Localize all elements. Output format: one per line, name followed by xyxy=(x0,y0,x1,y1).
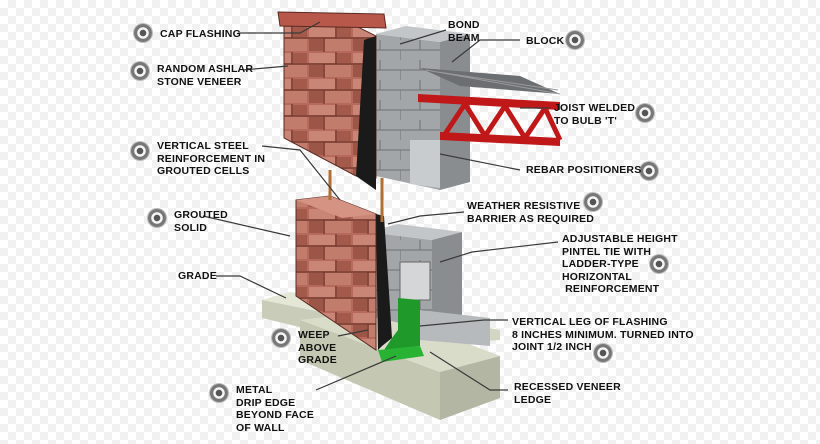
label-metal-drip-edge: METAL DRIP EDGE BEYOND FACE OF WALL xyxy=(236,384,315,434)
target-icon xyxy=(594,344,612,362)
label-grade: GRADE xyxy=(178,270,217,282)
label-adjustable-height: ADJUSTABLE HEIGHT PINTEL TIE WITH LADDER… xyxy=(562,233,678,295)
leader-cap-flashing xyxy=(238,21,321,34)
target-icon xyxy=(650,255,668,273)
target-icon xyxy=(566,31,584,49)
label-rebar-positioners: REBAR POSITIONERS xyxy=(526,164,642,176)
target-icon xyxy=(640,162,658,180)
label-recessed-veneer: RECESSED VENEER LEDGE xyxy=(514,381,621,406)
target-icon xyxy=(131,142,149,160)
label-joist-welded: JOIST WELDED TO BULB 'T' xyxy=(554,102,636,127)
label-block: BLOCK xyxy=(526,35,565,47)
target-icon xyxy=(131,62,149,80)
leader-bond-beam xyxy=(399,29,447,45)
leader-random-ashlar xyxy=(242,65,289,71)
label-grouted-solid: GROUTED SOLID xyxy=(174,209,228,234)
leader-block xyxy=(451,39,520,63)
leader-rebar-positioners xyxy=(439,153,521,171)
leader-vertical-leg xyxy=(419,319,508,327)
leader-pintel-tie xyxy=(439,241,559,263)
label-weep-above-grade: WEEP ABOVE GRADE xyxy=(298,329,337,366)
leader-grade xyxy=(216,275,287,299)
lower-barrier xyxy=(376,214,392,350)
leader-grouted-solid xyxy=(202,215,291,237)
lower-stone-veneer xyxy=(295,195,377,351)
leader-recessed-ledge xyxy=(429,351,508,391)
leader-vertical-steel xyxy=(261,145,341,201)
target-icon xyxy=(148,209,166,227)
target-icon xyxy=(134,24,152,42)
upper-barrier xyxy=(356,36,376,190)
label-weather-resistive: WEATHER RESISTIVE BARRIER AS REQUIRED xyxy=(467,200,595,225)
label-vertical-steel: VERTICAL STEEL REINFORCEMENT IN GROUTED … xyxy=(157,140,266,177)
target-icon xyxy=(636,104,654,122)
leader-lines xyxy=(202,21,559,391)
upper-block-wall xyxy=(376,26,470,190)
label-bond-beam: BOND BEAM xyxy=(448,19,480,44)
label-cap-flashing: CAP FLASHING xyxy=(160,28,241,40)
rebar xyxy=(328,170,384,222)
cap-stone xyxy=(277,11,387,29)
target-icon xyxy=(272,329,290,347)
steel-joist xyxy=(418,68,563,146)
leader-weep xyxy=(337,329,369,337)
leader-drip-edge xyxy=(315,355,397,391)
label-random-ashlar: RANDOM ASHLAR STONE VENEER xyxy=(157,63,254,88)
leader-weather-barrier xyxy=(387,211,465,225)
through-wall-flashing xyxy=(378,298,424,362)
label-vertical-leg: VERTICAL LEG OF FLASHING 8 INCHES MINIMU… xyxy=(512,316,694,353)
target-icon xyxy=(584,193,602,211)
target-icon xyxy=(210,384,228,402)
